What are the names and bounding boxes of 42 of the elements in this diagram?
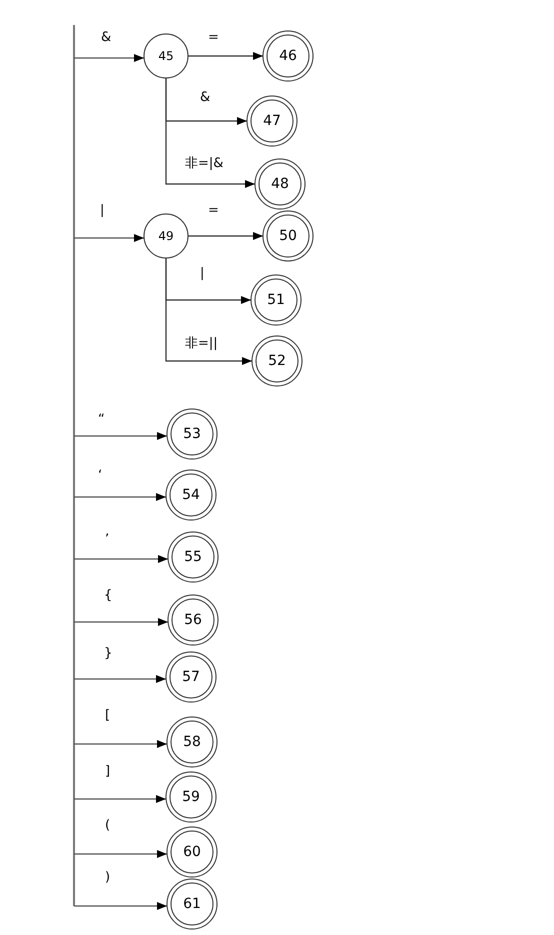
arrow (74, 54, 144, 62)
state-circle: 45 (143, 33, 189, 79)
edge-label: | (99, 203, 106, 218)
edge-label: 非=|| (184, 336, 219, 351)
edge-label: } (103, 646, 114, 661)
accept-state-circle: 52 (251, 335, 303, 387)
state-circle: 49 (143, 213, 189, 259)
edge-label: ] (104, 764, 112, 779)
accept-state-circle: 53 (166, 408, 218, 460)
arrow (74, 902, 167, 910)
arrow (74, 740, 167, 748)
arrow (165, 258, 252, 365)
accept-state-circle: 46 (262, 30, 314, 82)
accept-state-circle: 57 (165, 651, 217, 703)
accept-state-circle: 51 (250, 274, 302, 326)
arrow (74, 432, 167, 440)
arrow (74, 675, 166, 683)
accept-state-circle: 54 (165, 469, 217, 521)
accept-state-circle: 60 (166, 826, 218, 878)
accept-state-circle: 56 (167, 594, 219, 646)
edge-label: ( (104, 818, 112, 833)
arrow (74, 234, 144, 242)
arrow (74, 850, 167, 858)
arrow (74, 493, 166, 501)
accept-state-circle: 50 (262, 210, 314, 262)
arrow (74, 795, 166, 803)
edge-label: { (103, 588, 114, 603)
arrow (74, 618, 168, 626)
accept-state-circle: 48 (254, 158, 306, 210)
accept-state-circle: 61 (166, 878, 218, 930)
accept-state-circle: 47 (246, 95, 298, 147)
edge-label: [ (104, 708, 112, 723)
arrow (74, 555, 168, 563)
edge-label: | (199, 266, 206, 281)
arrow (188, 52, 263, 60)
arrow (188, 232, 263, 240)
edge-label: ) (104, 870, 112, 885)
accept-state-circle: 58 (166, 716, 218, 768)
arrow (165, 78, 255, 188)
accept-state-circle: 59 (165, 771, 217, 823)
accept-state-circle: 55 (167, 531, 219, 583)
edge-label: 非=|& (184, 156, 224, 171)
